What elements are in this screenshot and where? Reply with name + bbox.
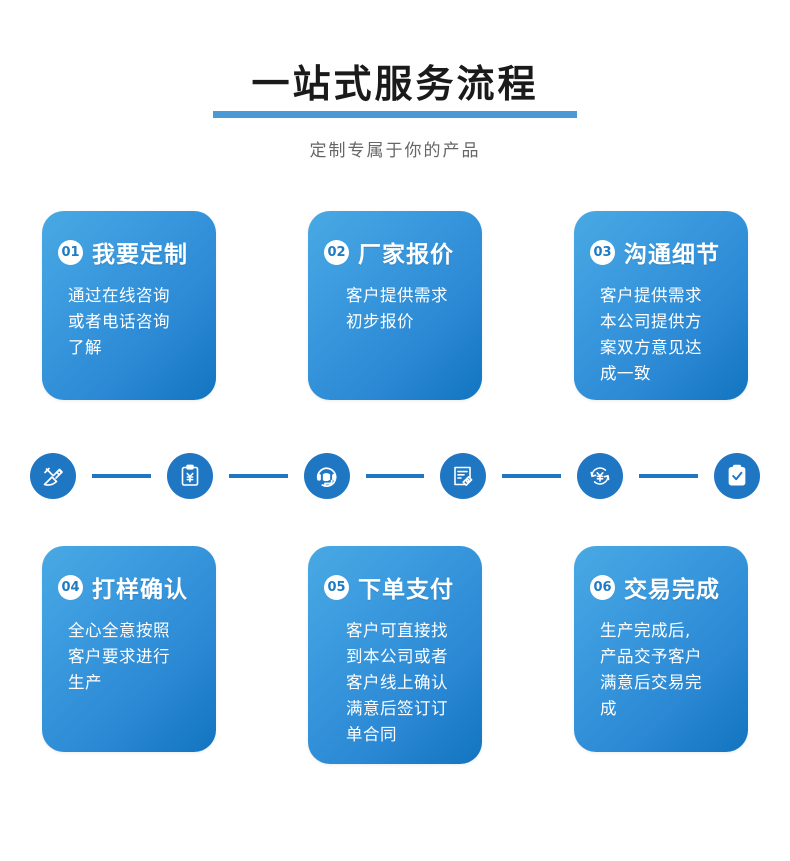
step-card-01-head: 01 我要定制 [58,235,202,269]
step-number-badge: 02 [324,239,349,265]
step-card-02[interactable]: 02 厂家报价 客户提供需求 初步报价 [308,211,482,400]
title-underline-rule [213,111,577,118]
card-gap [216,211,308,400]
step-card-04-head: 04 打样确认 [58,570,202,604]
step-body: 客户提供需求 初步报价 [346,286,448,331]
step-title: 我要定制 [92,242,188,268]
step-card-03-head: 03 沟通细节 [590,235,734,269]
step-body: 客户提供需求 本公司提供方 案双方意见达 成一致 [600,286,702,383]
flow-connector-line [92,474,151,478]
flow-connector-line [639,474,698,478]
step-number-badge: 05 [324,574,349,600]
step-number-badge: 03 [590,239,615,265]
flow-connector-line [365,474,425,478]
step-cards-row-top: 01 我要定制 通过在线咨询 或者电话咨询 了解 02 厂家报价 客户提供需求 … [0,211,790,400]
design-pen-ruler-icon [30,453,76,499]
step-card-01[interactable]: 01 我要定制 通过在线咨询 或者电话咨询 了解 [42,211,216,400]
card-gap [216,546,308,764]
clipboard-yen-icon [166,453,213,499]
headset-support-icon [303,453,350,499]
step-card-06-head: 06 交易完成 [590,570,734,604]
step-title: 交易完成 [624,577,720,603]
step-number-badge: 01 [58,239,83,265]
card-gap [482,546,574,764]
step-card-04[interactable]: 04 打样确认 全心全意按照 客户要求进行 生产 [42,546,216,752]
step-card-06[interactable]: 06 交易完成 生产完成后, 产品交予客户 满意后交易完 成 [574,546,748,752]
step-title: 沟通细节 [624,242,720,268]
step-title: 厂家报价 [358,242,454,268]
step-card-03[interactable]: 03 沟通细节 客户提供需求 本公司提供方 案双方意见达 成一致 [574,211,748,400]
step-body: 全心全意按照 客户要求进行 生产 [68,621,170,692]
step-card-02-head: 02 厂家报价 [324,235,468,269]
title-block: 一站式服务流程 [213,60,577,118]
flow-icon-strip [30,453,760,499]
step-card-05[interactable]: 05 下单支付 客户可直接找 到本公司或者 客户线上确认 满意后签订订 单合同 [308,546,482,764]
step-card-05-head: 05 下单支付 [324,570,468,604]
step-body: 生产完成后, 产品交予客户 满意后交易完 成 [600,621,702,718]
flow-connector-line [228,474,288,478]
document-tag-icon [440,453,487,499]
step-body: 客户可直接找 到本公司或者 客户线上确认 满意后签订订 单合同 [346,621,448,744]
flow-connector-line [502,474,562,478]
page-title: 一站式服务流程 [251,62,539,106]
yen-refresh-icon [577,453,624,499]
step-title: 打样确认 [92,577,188,603]
step-cards-row-bottom: 04 打样确认 全心全意按照 客户要求进行 生产 05 下单支付 客户可直接找 … [0,546,790,764]
step-body: 通过在线咨询 或者电话咨询 了解 [68,286,170,357]
clipboard-check-icon [713,453,760,499]
step-number-badge: 04 [58,574,83,600]
page-subtitle: 定制专属于你的产品 [309,141,481,161]
step-number-badge: 06 [590,574,615,600]
card-gap [482,211,574,400]
step-title: 下单支付 [358,577,454,603]
page-header: 一站式服务流程 定制专属于你的产品 [0,60,790,161]
